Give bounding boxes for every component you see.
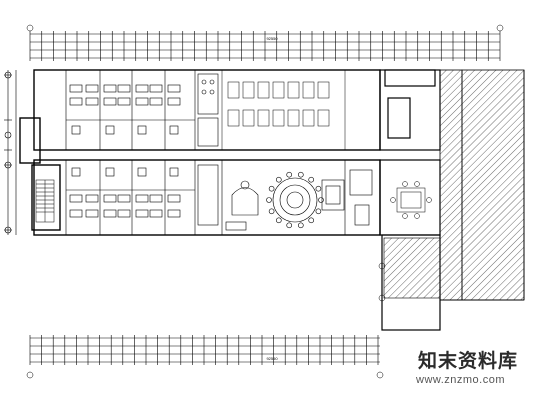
- top-dimension-chain: [29, 31, 501, 61]
- banquet-table: [266, 171, 324, 229]
- watermark-url: www.znzmo.com: [416, 374, 506, 386]
- left-dimension-chain: [4, 70, 17, 235]
- watermark: 知末资料库 www.znzmo.com: [404, 346, 556, 394]
- grid-markers: [26, 24, 504, 379]
- top-overall-dimension: 92550: [266, 36, 278, 41]
- left-stair: [35, 179, 55, 223]
- service-core: [197, 73, 219, 226]
- main-corridor: [34, 149, 380, 161]
- bottom-overall-dimension: 92550: [266, 356, 278, 361]
- lounge-area: [321, 160, 373, 235]
- covered-walkway: [383, 69, 525, 301]
- upper-guest-rooms: [65, 70, 196, 150]
- annex-meeting-room: [390, 181, 432, 219]
- lobby: [221, 160, 259, 235]
- lower-guest-rooms: [65, 160, 196, 235]
- training-room: [221, 70, 346, 150]
- bottom-dimension-chain: [29, 335, 380, 365]
- watermark-title: 知末资料库: [418, 350, 519, 372]
